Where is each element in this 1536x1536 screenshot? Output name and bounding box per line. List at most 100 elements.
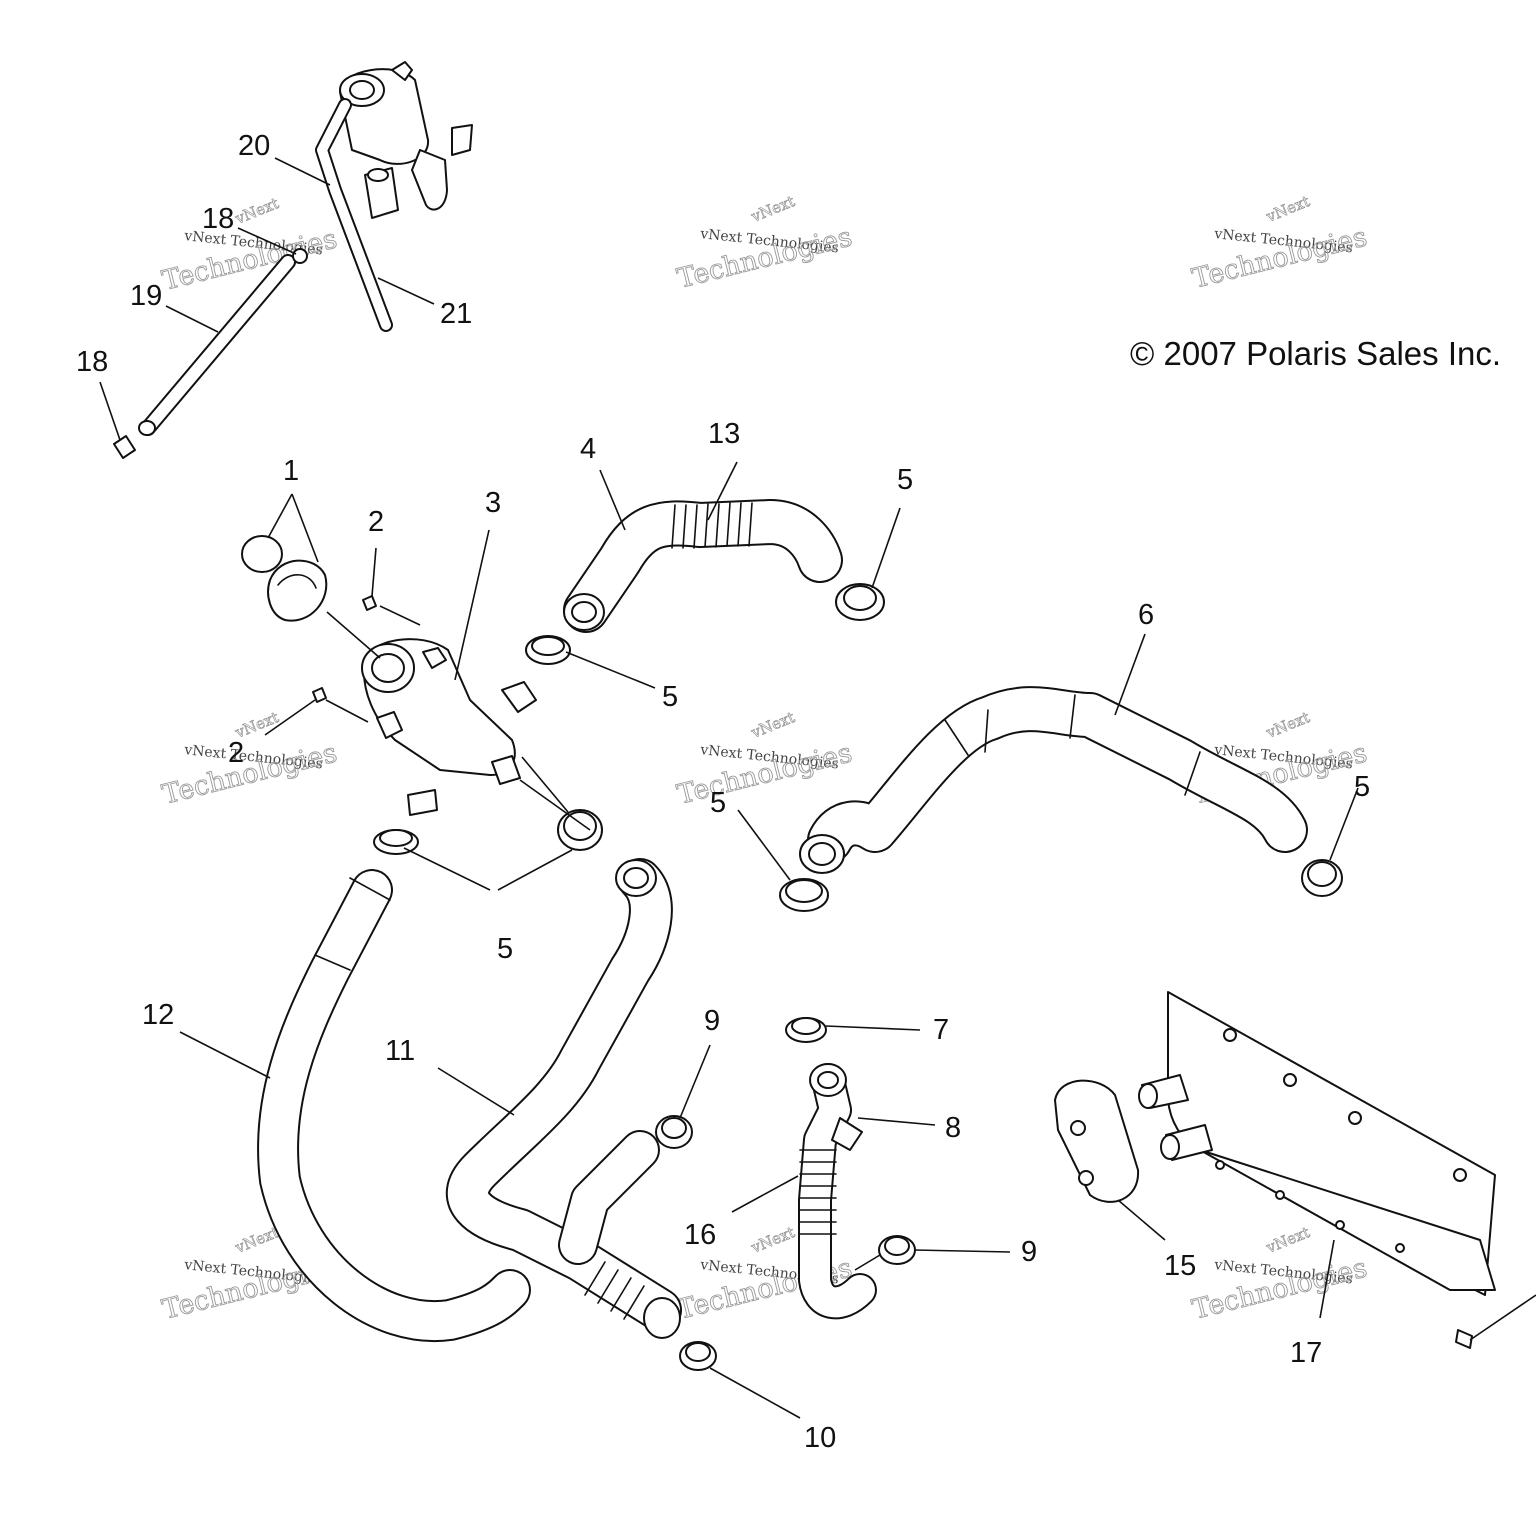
- callout-17: 17: [1290, 1337, 1322, 1369]
- leader-18b: [99, 381, 121, 441]
- watermark-brand: vNext: [748, 708, 797, 742]
- hose-clamps: [373, 583, 1343, 1371]
- watermark-top-left: vNext vNext Technologies Technologies: [159, 194, 341, 297]
- callout-10: 10: [804, 1422, 836, 1454]
- reservoir-side-port: [491, 755, 521, 785]
- hose-clamp: [373, 829, 419, 855]
- overflow-bottle-opening: [349, 80, 375, 100]
- hose-8-tee: [831, 1117, 863, 1151]
- leader-11: [437, 1067, 515, 1116]
- leader-12: [179, 1031, 271, 1079]
- reservoir-cap: [267, 559, 328, 622]
- callout-2: 2: [228, 737, 244, 769]
- callout-1: 1: [283, 455, 299, 487]
- hose-clamp: [557, 809, 603, 851]
- hose-clamp: [779, 878, 829, 912]
- callout-4: 4: [580, 433, 596, 465]
- hose-clamp: [785, 1017, 827, 1043]
- leader-10: [709, 1367, 801, 1419]
- callout-3: 3: [485, 487, 501, 519]
- callout-9: 9: [704, 1005, 720, 1037]
- callout-6: 6: [1138, 599, 1154, 631]
- leader-5b: [565, 651, 656, 689]
- leader-4: [599, 469, 626, 531]
- leader-15: [1117, 1199, 1166, 1241]
- hose-11-corrugation: [584, 1261, 645, 1320]
- leader-5d: [737, 809, 791, 881]
- reservoir-cap-insert: [241, 535, 283, 573]
- leader-5e: [1329, 787, 1359, 861]
- leader-16: [731, 1175, 799, 1213]
- watermark-brand: vNext: [1263, 192, 1312, 226]
- callout-19: 19: [130, 280, 162, 312]
- leader-18a: [237, 227, 297, 255]
- leader-2b: [264, 699, 369, 736]
- watermark-top-center: vNext vNext Technologies Technologies: [674, 192, 856, 295]
- callout-13: 13: [708, 418, 740, 450]
- overflow-bottle-lower: [411, 149, 448, 211]
- leader-5a: [871, 507, 901, 589]
- leader-3: [454, 529, 490, 681]
- hose-8-16-assembly: [798, 1063, 877, 1320]
- callout-18: 18: [202, 203, 234, 235]
- leader-1: [267, 493, 319, 563]
- watermark-brand: vNext: [1263, 708, 1312, 742]
- hose-clamp: [1301, 859, 1343, 897]
- watermark-brand: vNext: [232, 194, 281, 228]
- leader-21: [377, 277, 435, 305]
- callout-5: 5: [710, 787, 726, 819]
- tube-plug: [292, 248, 308, 264]
- hose-11-assembly: [446, 858, 682, 1339]
- callout-18: 18: [76, 346, 108, 378]
- mounting-screw: [312, 687, 327, 703]
- leader-8: [857, 1117, 936, 1126]
- callout-12: 12: [142, 999, 174, 1031]
- reservoir-upper-port: [501, 681, 537, 713]
- watermark-brand: vNext: [748, 192, 797, 226]
- leader-13: [707, 461, 738, 521]
- callout-5: 5: [897, 464, 913, 496]
- tube-plug: [113, 435, 136, 459]
- overflow-bottle-tab: [391, 61, 413, 81]
- callout-5: 5: [662, 681, 678, 713]
- overflow-bottle-port: [451, 124, 473, 156]
- callout-7: 7: [933, 1014, 949, 1046]
- hose-clamp: [878, 1235, 916, 1265]
- heat-exchanger-gasket: [1054, 1079, 1140, 1203]
- watermark-mid-center: vNext vNext Technologies Technologies: [674, 708, 856, 811]
- watermark-brand: vNext: [1263, 1223, 1312, 1257]
- callout-5: 5: [1354, 771, 1370, 803]
- leader-lines: [99, 157, 1359, 1419]
- leader-9a: [679, 1044, 711, 1119]
- mounting-screw: [362, 595, 377, 611]
- hose-corrugation: [671, 502, 753, 549]
- callout-15: 15: [1164, 1250, 1196, 1282]
- heat-exchanger-fastener: [1455, 1329, 1473, 1349]
- copyright-notice: © 2007 Polaris Sales Inc.: [1130, 335, 1501, 372]
- leader-5c: [403, 847, 573, 891]
- overflow-bottle-nipple: [367, 168, 389, 182]
- right-hose-assembly: [799, 686, 1308, 874]
- callout-5: 5: [497, 933, 513, 965]
- leader-9b: [913, 1249, 1011, 1253]
- watermark-brand: vNext: [232, 1223, 281, 1257]
- watermark-mid-left: vNext vNext Technologies Technologies: [159, 708, 341, 811]
- callout-2: 2: [368, 506, 384, 538]
- callouts: 1 2 2 3 4 5 5 5 5 5 6 7 8 9 9 10 11 12 1…: [76, 130, 1370, 1454]
- overflow-bottle-assembly: [113, 61, 473, 459]
- hose-16-corrugation: [799, 1149, 837, 1235]
- watermark-top-right: vNext vNext Technologies Technologies: [1189, 192, 1371, 295]
- hose-clamp: [679, 1341, 717, 1371]
- hose-clamp: [525, 635, 571, 665]
- leader-17: [1319, 1239, 1335, 1319]
- callout-8: 8: [945, 1112, 961, 1144]
- coolant-reservoir-assembly: [241, 535, 537, 816]
- leader-6: [1114, 633, 1146, 716]
- leader-7: [825, 1025, 921, 1031]
- reservoir-mount-tab: [376, 711, 403, 739]
- heat-exchanger-flange: [1199, 1149, 1496, 1291]
- watermark-bottom-right: vNext vNext Technologies Technologies: [1189, 1223, 1371, 1326]
- watermark-brand: vNext: [748, 1223, 797, 1257]
- callout-11: 11: [385, 1035, 415, 1067]
